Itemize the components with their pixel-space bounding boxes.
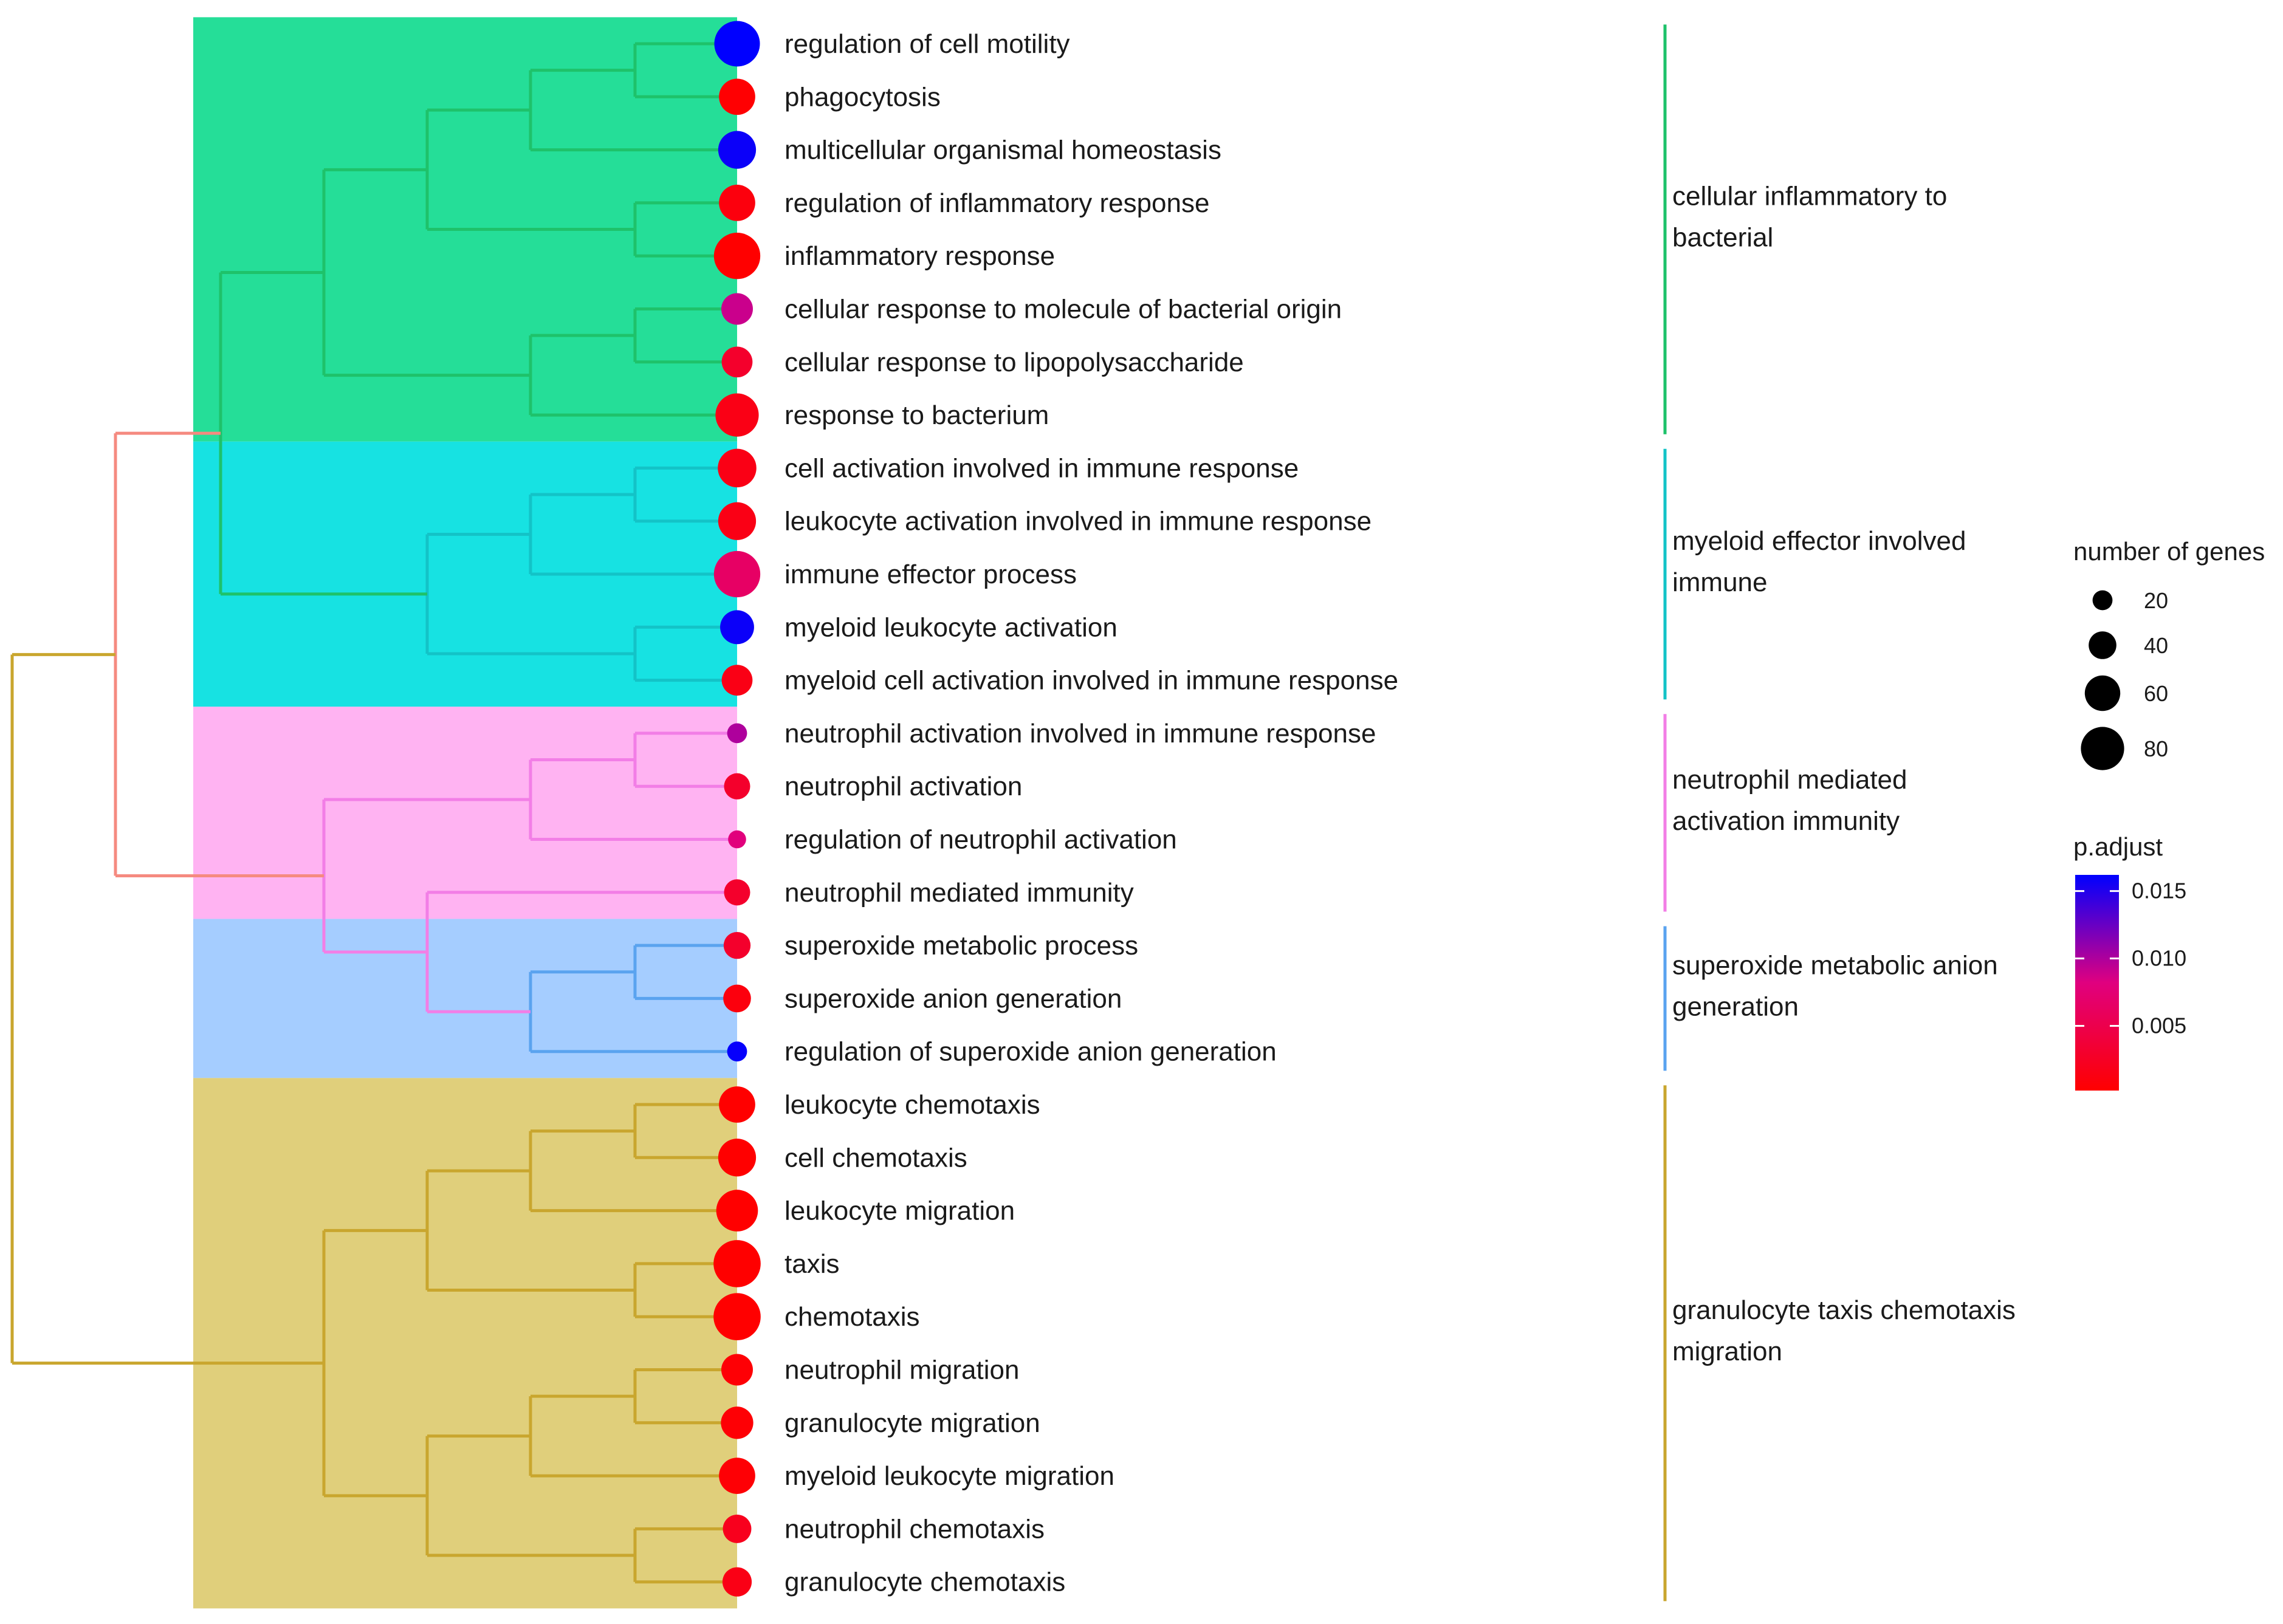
term-dot	[721, 346, 753, 378]
cluster-label: activation immunity	[1672, 806, 1900, 836]
dendrogram	[10, 42, 737, 1584]
term-dot	[718, 448, 757, 488]
term-label: leukocyte activation involved in immune …	[784, 507, 1372, 536]
size-legend-label: 20	[2144, 588, 2168, 613]
term-label: myeloid cell activation involved in immu…	[784, 666, 1398, 696]
term-label: response to bacterium	[784, 400, 1049, 430]
cluster-label: granulocyte taxis chemotaxis	[1672, 1295, 2016, 1325]
size-legend-dot	[2081, 727, 2124, 770]
term-dot	[713, 233, 761, 279]
term-label: neutrophil activation involved in immune…	[784, 719, 1376, 749]
term-dot	[721, 1354, 753, 1386]
term-label: neutrophil chemotaxis	[784, 1514, 1045, 1544]
size-legend-dot	[2084, 675, 2121, 711]
term-label: cellular response to molecule of bacteri…	[784, 295, 1342, 324]
color-legend-title: p.adjust	[2073, 832, 2163, 861]
cluster-label: superoxide metabolic anion	[1672, 950, 1998, 980]
term-labels: regulation of cell motility phagocytosis m…	[784, 29, 1398, 1597]
cluster-label: cellular inflammatory to	[1672, 182, 1947, 211]
term-label: granulocyte chemotaxis	[784, 1567, 1065, 1597]
term-label: regulation of cell motility	[784, 29, 1070, 59]
term-label: neutrophil activation	[784, 772, 1022, 801]
cluster-label: migration	[1672, 1337, 1782, 1366]
term-dot	[720, 610, 754, 645]
cluster-labels: cellular inflammatory to bacterial myeloid…	[1672, 182, 2016, 1366]
term-dot	[719, 1086, 755, 1123]
term-dot	[719, 185, 755, 221]
term-dots	[713, 21, 761, 1597]
term-dot	[718, 502, 757, 540]
term-dot	[727, 1041, 747, 1062]
term-label: taxis	[784, 1249, 839, 1279]
term-label: granulocyte migration	[784, 1408, 1040, 1438]
color-legend: p.adjust 0.015 0.010 0.005	[2073, 832, 2186, 1091]
term-dot	[723, 1514, 752, 1543]
term-dot	[728, 830, 746, 849]
cluster-label: neutrophil mediated	[1672, 765, 1907, 795]
cluster-band	[193, 1078, 737, 1609]
term-dot	[727, 723, 747, 744]
term-dot	[715, 393, 759, 437]
term-label: leukocyte chemotaxis	[784, 1090, 1040, 1120]
size-legend-label: 80	[2144, 736, 2168, 761]
size-legend-label: 40	[2144, 633, 2168, 658]
term-dot	[714, 21, 760, 67]
cluster-label: myeloid effector involved	[1672, 526, 1966, 556]
term-dot	[724, 879, 750, 906]
term-label: leukocyte migration	[784, 1196, 1015, 1226]
term-dot	[721, 1406, 754, 1439]
term-dot	[718, 131, 757, 169]
size-legend-dot	[2089, 631, 2116, 659]
size-legend-label: 60	[2144, 681, 2168, 706]
term-dot	[718, 1139, 757, 1177]
size-legend-title: number of genes	[2073, 537, 2265, 566]
term-label: regulation of inflammatory response	[784, 188, 1209, 218]
term-dot	[723, 931, 751, 959]
term-label: cellular response to lipopolysaccharide	[784, 348, 1244, 377]
term-dot	[724, 773, 750, 800]
cluster-label: generation	[1672, 992, 1799, 1021]
color-legend-label: 0.010	[2132, 946, 2186, 971]
term-label: phagocytosis	[784, 82, 941, 112]
cluster-band	[193, 707, 737, 919]
color-legend-label: 0.015	[2132, 879, 2186, 903]
term-label: chemotaxis	[784, 1302, 920, 1332]
term-label: regulation of superoxide anion generatio…	[784, 1037, 1277, 1067]
term-label: superoxide anion generation	[784, 984, 1122, 1013]
cluster-label: immune	[1672, 567, 1768, 597]
term-label: cell activation involved in immune respo…	[784, 453, 1299, 483]
term-label: neutrophil mediated immunity	[784, 878, 1134, 908]
term-label: myeloid leukocyte activation	[784, 612, 1117, 642]
term-dot	[716, 1190, 758, 1232]
term-dot	[719, 1458, 755, 1494]
color-legend-bar	[2075, 875, 2119, 1091]
term-dot	[721, 293, 753, 325]
term-dot	[721, 665, 753, 696]
term-dot	[713, 1293, 761, 1340]
term-dot	[713, 550, 761, 598]
size-legend-dot	[2092, 590, 2113, 611]
term-dot	[719, 78, 755, 115]
term-dot	[713, 1240, 761, 1287]
color-legend-label: 0.005	[2132, 1013, 2186, 1038]
term-dot	[722, 1567, 752, 1597]
term-label: inflammatory response	[784, 241, 1055, 271]
term-label: myeloid leukocyte migration	[784, 1461, 1114, 1491]
term-label: cell chemotaxis	[784, 1143, 967, 1173]
term-dot	[723, 984, 751, 1013]
cluster-label: bacterial	[1672, 223, 1773, 253]
term-label: immune effector process	[784, 560, 1077, 589]
term-label: superoxide metabolic process	[784, 931, 1138, 961]
size-legend: number of genes 20 40 60 80	[2073, 537, 2265, 770]
term-label: multicellular organismal homeostasis	[784, 135, 1221, 165]
term-label: neutrophil migration	[784, 1355, 1019, 1385]
term-label: regulation of neutrophil activation	[784, 825, 1177, 855]
